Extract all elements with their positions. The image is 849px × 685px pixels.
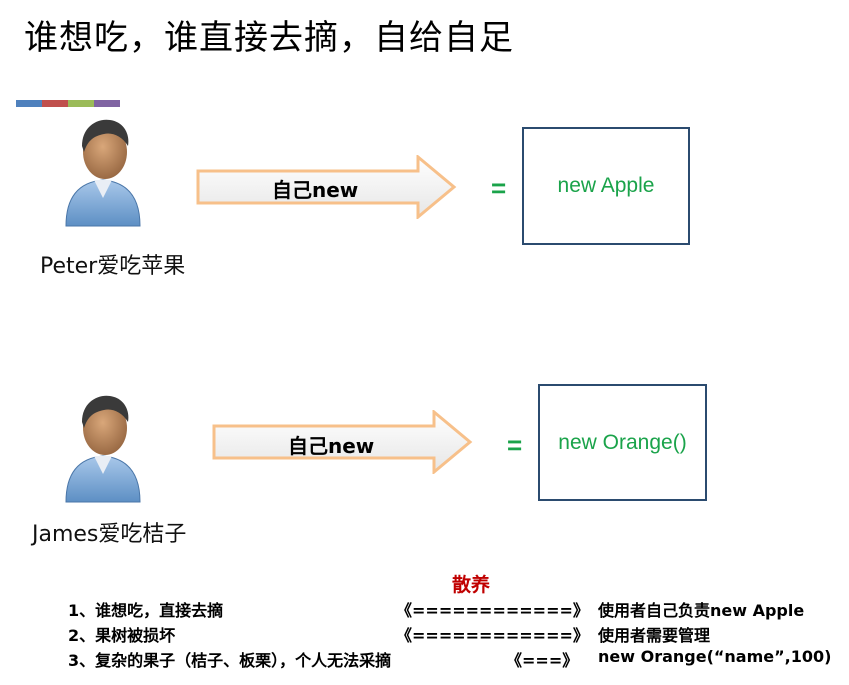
person-caption: Peter爱吃苹果 [40,254,186,279]
row-middle-text: 《============》 [396,601,589,620]
color-bar-segment [94,100,120,107]
equals-sign: = [491,173,507,203]
section-heading: 散养 [452,574,491,596]
code-box-text: new Apple [557,174,655,197]
row-right-text: new Orange(“name”,100) [598,647,832,666]
person-icon [65,119,141,227]
equals-sign: = [507,430,523,460]
arrow-shape [196,155,457,219]
arrow-label: 自己new [288,434,375,458]
arrow-shape [212,410,473,474]
person-icon [65,395,141,503]
row-right-text: 使用者自己负责new Apple [598,601,805,620]
page-title: 谁想吃，谁直接去摘，自给自足 [24,18,514,58]
code-box: new Orange() [538,384,707,501]
arrow-label: 自己new [272,178,359,202]
row-right-text: 使用者需要管理 [598,626,711,645]
row-middle-text: 《============》 [396,626,589,645]
color-bar-segment [16,100,42,107]
color-bar [16,100,120,107]
color-bar-segment [42,100,68,107]
person-caption: James爱吃桔子 [32,522,187,547]
row-left-text: 3、复杂的果子（桔子、板栗），个人无法采摘 [68,651,392,670]
color-bar-segment [68,100,94,107]
code-box-text: new Orange() [558,430,687,454]
row-left-text: 2、果树被损坏 [68,626,176,645]
row-middle-text: 《===》 [506,651,579,670]
row-left-text: 1、谁想吃，直接去摘 [68,601,224,620]
code-box: new Apple [522,127,690,245]
